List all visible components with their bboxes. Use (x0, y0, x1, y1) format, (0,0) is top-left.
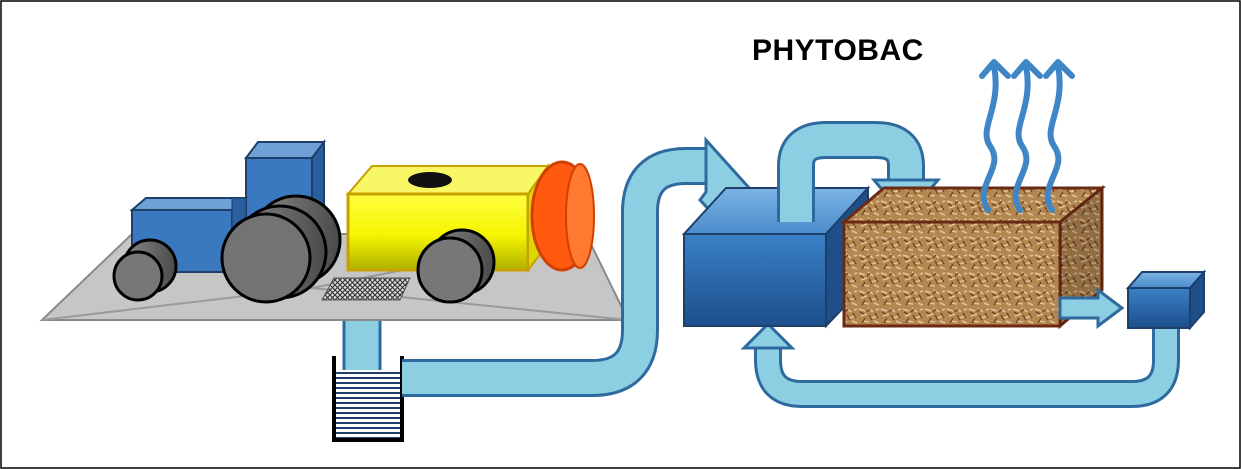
outlet-box (1125, 269, 1207, 331)
collection-sump (332, 356, 404, 442)
tractor-rear-wheel (220, 212, 312, 304)
diagram-title: PHYTOBAC (752, 34, 924, 67)
phytobac-bed (839, 184, 1107, 330)
sprayer-wheel (416, 236, 484, 304)
return-arrow (740, 321, 796, 350)
sprayer-filler-cap (408, 172, 452, 188)
return-pipe (757, 326, 1177, 405)
vapor-arrow-1 (980, 63, 999, 213)
feed-pipe (780, 124, 922, 222)
vapor-arrow-2 (1012, 63, 1031, 213)
outflow-arrow (1058, 287, 1125, 329)
vapor-arrow-3 (1044, 63, 1063, 213)
tractor-front-wheel (112, 250, 164, 302)
drain-grate (321, 277, 411, 301)
tractor (112, 139, 342, 304)
evaporation-arrows (979, 59, 1075, 213)
buffer-tank (681, 185, 871, 329)
sprayer (345, 160, 595, 304)
transfer-pipe (402, 150, 706, 394)
